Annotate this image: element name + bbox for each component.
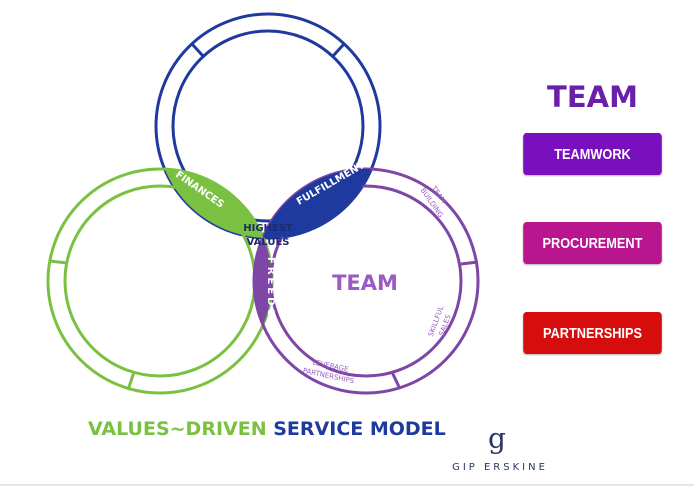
ring-divider [190,42,205,58]
partnerships-button[interactable]: PARTNERSHIPS [523,312,662,354]
finances-lens [156,169,272,238]
divider [0,484,694,486]
model-title-part2: SERVICE MODEL [273,418,446,440]
model-title-part1: VALUES~DRIVEN [88,418,267,440]
blue-circle-inner [171,29,365,223]
ring-divider [460,260,479,266]
highest-values-line2: VALUES [247,237,290,248]
panel-title: TEAM [547,80,638,114]
teamwork-button[interactable]: TEAMWORK [523,133,662,175]
ring-divider [331,42,346,58]
fulfillment-lens [254,169,380,238]
ring-divider [390,371,402,390]
brand-logo: g [488,422,506,455]
brand-name: GIP ERSKINE [452,462,548,473]
ring-divider [49,259,68,265]
team-circle-label: TEAM [332,271,398,295]
highest-values-line1: HIGHEST [243,223,293,234]
ring-divider [126,371,136,391]
freedom-label: FREEDOM [265,257,276,333]
procurement-button[interactable]: PROCUREMENT [523,222,662,264]
model-title: VALUES~DRIVEN SERVICE MODEL [88,418,446,440]
